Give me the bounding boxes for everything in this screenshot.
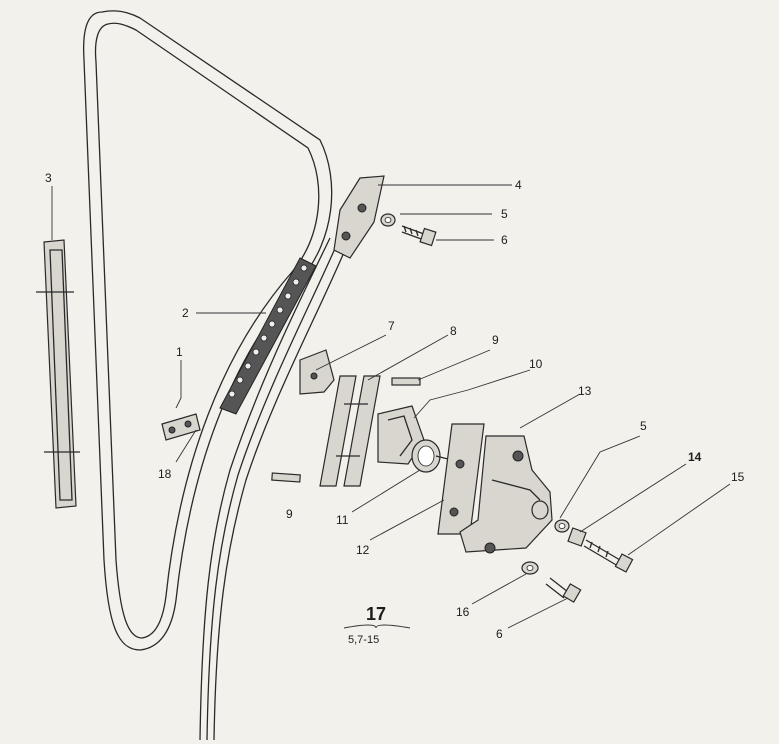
bolt-part-6-upper: [401, 225, 437, 247]
callout-2: 2: [182, 306, 189, 320]
callout-11: 11: [336, 513, 349, 527]
figure-reference-range: 5,7-15: [348, 634, 379, 646]
callout-7: 7: [388, 319, 395, 333]
nut-part-14: [567, 527, 587, 547]
bracket-part-7: [299, 349, 335, 395]
washer-part-5-upper: [380, 213, 396, 227]
washer-part-5-lower: [554, 519, 570, 533]
bolt-part-6-lower: [545, 577, 582, 603]
leader-lines: [51, 184, 731, 629]
guide-block-part-10: [377, 405, 425, 465]
washer-part-16: [521, 561, 539, 575]
figure-reference: 17 5,7-15: [343, 604, 411, 646]
callout-6-upper: 6: [501, 233, 508, 247]
run-strip-part-3: [36, 239, 80, 509]
pin-part-9-upper: [391, 377, 421, 386]
callout-1: 1: [176, 345, 183, 359]
callout-5-lower: 5: [640, 419, 647, 433]
bracket-part-4: [333, 175, 385, 259]
callout-10: 10: [529, 357, 543, 371]
callout-4: 4: [515, 178, 522, 192]
callout-9-upper: 9: [492, 333, 499, 347]
figure-number: 17: [366, 604, 386, 624]
callout-14: 14: [688, 450, 702, 464]
plate-part-8: [319, 375, 381, 487]
housing-part-13: [459, 435, 553, 554]
bolt-part-15: [583, 539, 634, 573]
link-plate-part-1: [161, 413, 201, 441]
callout-12: 12: [356, 543, 370, 557]
window-frame-channel: [82, 10, 346, 741]
chain-part-2: [219, 257, 317, 415]
callout-5-upper: 5: [501, 207, 508, 221]
callout-8: 8: [450, 324, 457, 338]
callout-9-lower: 9: [286, 507, 293, 521]
callout-16: 16: [456, 605, 470, 619]
callout-18: 18: [158, 467, 172, 481]
callout-13: 13: [578, 384, 592, 398]
callout-15: 15: [731, 470, 745, 484]
callout-6-lower: 6: [496, 627, 503, 641]
mounting-plate-part-12: [437, 423, 485, 535]
pin-part-9-lower: [271, 472, 301, 483]
spindle-part-11: [411, 439, 477, 473]
callout-3: 3: [45, 171, 52, 185]
